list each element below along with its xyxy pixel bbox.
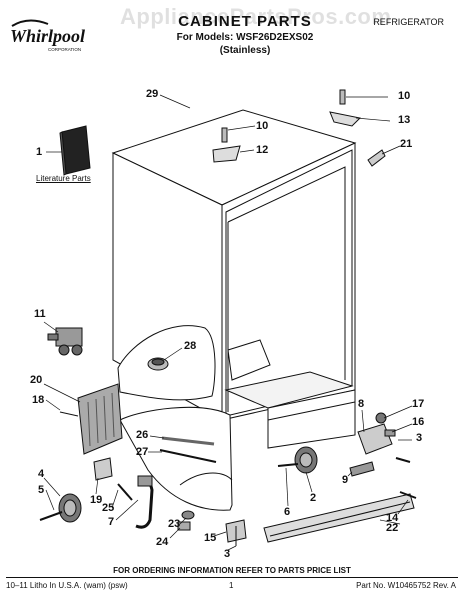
callout-21: 21 (400, 138, 413, 150)
part-9 (349, 461, 375, 477)
watermark: AppliancePartsPros.com (120, 4, 392, 29)
callout-6: 6 (284, 506, 291, 518)
back-panel (77, 383, 123, 455)
water-valve (47, 327, 83, 356)
screw-14 (399, 491, 417, 499)
brand-sub-text: CORPORATION (48, 47, 81, 52)
category-label: REFRIGERATOR (373, 17, 444, 27)
callout-16: 16 (412, 416, 425, 428)
callout-27: 27 (136, 446, 149, 458)
top-hinge-center (212, 145, 241, 163)
callout-22: 22 (386, 522, 399, 534)
part-24 (177, 521, 191, 531)
screw-25 (117, 483, 133, 501)
brand-text: Whirlpool (10, 26, 85, 46)
leveler-bracket (357, 423, 393, 455)
roller-wheel-right (294, 446, 318, 474)
callout-3-right: 3 (416, 432, 423, 444)
literature-booklet (61, 125, 91, 175)
screw-18 (59, 411, 79, 417)
callout-13: 13 (398, 114, 411, 126)
whirlpool-logo: Whirlpool CORPORATION (8, 18, 100, 58)
callout-4: 4 (38, 468, 45, 480)
callout-17: 17 (412, 398, 425, 410)
callout-29: 29 (146, 88, 159, 100)
drain-tube (135, 478, 154, 529)
callout-1: 1 (36, 146, 43, 158)
callout-11: 11 (34, 308, 46, 320)
footer-divider (6, 577, 458, 578)
callout-14: 14 (386, 512, 399, 524)
litho-info: 10–11 Litho In U.S.A. (wam) (psw) (6, 581, 128, 590)
callout-20: 20 (30, 374, 43, 386)
callout-9: 9 (342, 474, 349, 486)
screw-3-right (395, 457, 411, 463)
base-grille (263, 493, 415, 543)
callout-15: 15 (204, 532, 217, 544)
model-subtitle: For Models: WSF26D2EXS02 (Stainless) (150, 31, 340, 57)
callout-5: 5 (38, 484, 45, 496)
tube-26 (161, 436, 215, 446)
callout-8: 8 (358, 398, 365, 410)
whirlpool-logo-icon: Whirlpool CORPORATION (10, 19, 85, 52)
callout-12: 12 (256, 144, 269, 156)
callout-7: 7 (108, 516, 115, 528)
callout-19: 19 (90, 494, 103, 506)
part-number: Part No. W10465752 Rev. A (356, 581, 456, 590)
callout-3-bottom: 3 (224, 548, 231, 560)
top-hinge-right (329, 111, 362, 127)
screw-6 (277, 463, 299, 467)
callout-18: 18 (32, 394, 45, 406)
part-21 (367, 149, 386, 167)
callout-2: 2 (310, 492, 317, 504)
callout-10: 10 (398, 90, 411, 102)
screw-5 (39, 511, 63, 521)
callout-10-center: 10 (256, 120, 269, 132)
model-line: For Models: WSF26D2EXS02 (176, 32, 314, 43)
cabinet-floor (224, 371, 354, 409)
roller-wheel-left (58, 493, 82, 523)
callout-23: 23 (168, 518, 181, 530)
tube-27 (159, 449, 217, 463)
page-number: 1 (229, 581, 234, 590)
ordering-note: FOR ORDERING INFORMATION REFER TO PARTS … (113, 566, 351, 575)
base-front-panel (119, 406, 233, 511)
part-23 (181, 510, 195, 520)
callout-24: 24 (156, 536, 169, 548)
literature-parts-label: Literature Parts (36, 174, 91, 183)
callout-28: 28 (184, 340, 197, 352)
page-title: CABINET PARTS (178, 13, 312, 30)
rear-base (267, 389, 356, 449)
finish-line: (Stainless) (219, 45, 271, 56)
callout-26: 26 (136, 429, 149, 441)
callout-25: 25 (102, 502, 115, 514)
bracket-19 (93, 457, 113, 481)
